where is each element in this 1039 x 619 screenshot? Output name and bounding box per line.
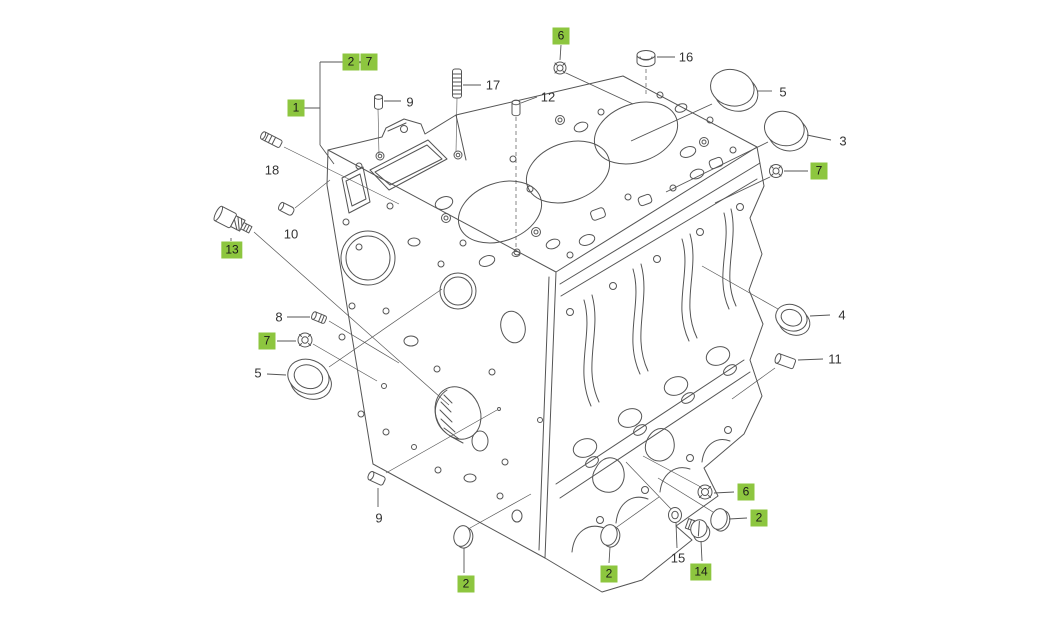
part-5-disc-right: [710, 68, 759, 112]
part-3-disc: [764, 110, 809, 152]
part-2-cup-plug-right: [710, 508, 731, 532]
part-5-seal-left: [287, 358, 332, 400]
part-16-cup-plug: [636, 50, 656, 67]
part-4-seal: [775, 303, 811, 336]
callout-7-left[interactable]: 7: [258, 332, 276, 350]
callout-2-bottom-right[interactable]: 2: [750, 509, 768, 527]
label-10: 10: [283, 226, 299, 242]
callout-2-top[interactable]: 2: [342, 53, 360, 71]
label-16: 16: [678, 49, 694, 65]
label-11: 11: [828, 351, 842, 367]
engine-block-drawing: [326, 75, 765, 593]
part-11-pin: [774, 353, 797, 370]
callout-6-top[interactable]: 6: [552, 27, 570, 45]
part-15-washer: [668, 507, 682, 523]
label-5-right: 5: [779, 84, 787, 100]
part-10-pin: [278, 201, 295, 216]
part-6-nut-bottom: [697, 484, 713, 500]
part-6-nut-top: [553, 61, 567, 75]
callout-2-bottom-center[interactable]: 2: [600, 565, 618, 583]
label-12: 12: [540, 89, 556, 105]
part-7-nut-left: [297, 332, 313, 348]
part-17-stud: [452, 68, 462, 99]
part-12-stud: [511, 99, 521, 117]
label-18: 18: [264, 162, 280, 178]
part-2-cup-plug-left: [453, 525, 474, 549]
label-17: 17: [485, 77, 501, 93]
part-9-stud-top: [374, 94, 383, 110]
label-5-left: 5: [254, 365, 262, 381]
callout-13[interactable]: 13: [221, 241, 243, 259]
part-13-plug: [213, 205, 253, 234]
callout-2-bottom-left[interactable]: 2: [457, 575, 475, 593]
part-8-plug: [311, 311, 327, 324]
label-9-bottom: 9: [375, 510, 383, 526]
part-7-nut-right: [769, 164, 783, 178]
label-15: 15: [670, 550, 686, 566]
part-2-cup-plug-center: [600, 524, 621, 548]
callout-7-top[interactable]: 7: [360, 53, 378, 71]
label-4: 4: [838, 307, 846, 323]
label-3: 3: [839, 133, 847, 149]
leader-lines: [230, 44, 832, 573]
part-14-screw-plug: [684, 518, 711, 543]
callout-6-bottom[interactable]: 6: [737, 483, 755, 501]
part-9-pin-bottom: [367, 470, 386, 486]
part-glyphs: [213, 50, 811, 549]
label-8: 8: [275, 309, 283, 325]
callout-7-right[interactable]: 7: [810, 162, 828, 180]
callout-14[interactable]: 14: [690, 563, 712, 581]
label-9-top: 9: [406, 94, 414, 110]
part-18-stud: [260, 131, 283, 148]
callout-1[interactable]: 1: [287, 99, 305, 117]
